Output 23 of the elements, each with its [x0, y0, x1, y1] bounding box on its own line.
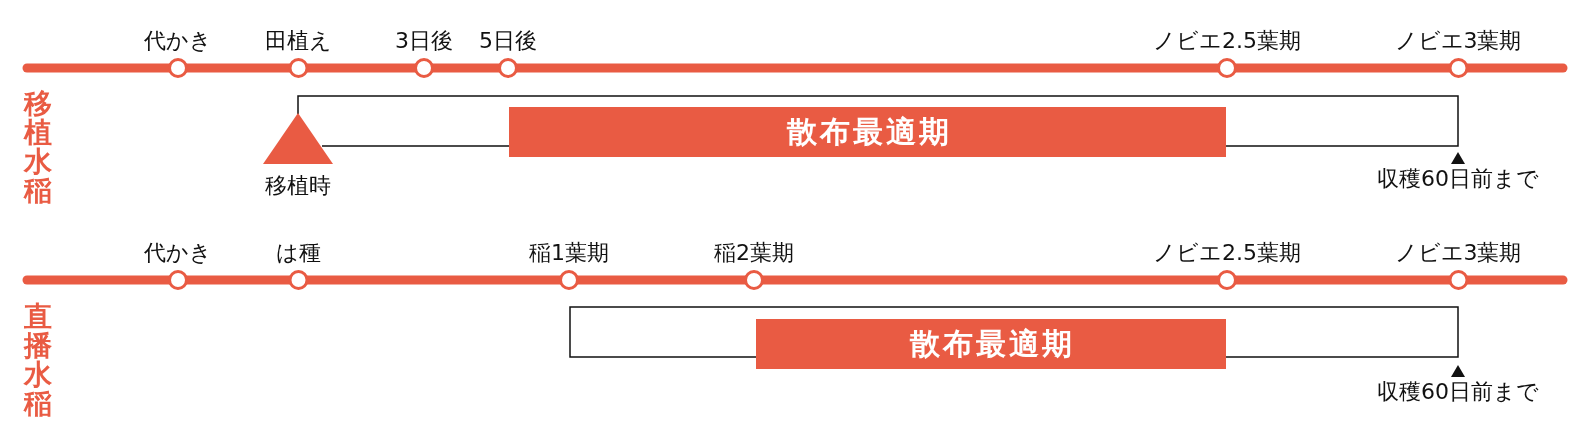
milestone-label: 稲2葉期 [714, 240, 794, 266]
period-label: 散布最適期 [908, 327, 1075, 361]
milestone-label: ノビエ2.5葉期 [1153, 240, 1301, 266]
milestone-label: 3日後 [395, 28, 453, 54]
period-range-frame [569, 306, 1459, 358]
period-bar [509, 107, 1226, 157]
section-label: 移植水稲 [23, 89, 53, 205]
marker-label: 収穫60日前まで [1377, 379, 1539, 405]
milestone-label: ノビエ3葉期 [1394, 240, 1522, 266]
marker-label: 移植時 [265, 173, 331, 199]
period-label: 散布最適期 [785, 115, 952, 149]
marker-label: 収穫60日前まで [1377, 166, 1539, 192]
milestone-label: 代かき [144, 240, 212, 266]
milestone-label: 田植え [264, 28, 332, 54]
milestone-label: ノビエ2.5葉期 [1153, 28, 1301, 54]
period-range-frame [297, 95, 1459, 147]
milestone-label: 稲1葉期 [529, 240, 609, 266]
milestone-label: ノビエ3葉期 [1394, 28, 1522, 54]
milestone-label: 代かき [144, 28, 212, 54]
period-bar [756, 319, 1226, 369]
milestone-label: 5日後 [479, 28, 537, 54]
section-label: 直播水稲 [23, 302, 53, 418]
milestone-label: は種 [275, 240, 321, 266]
